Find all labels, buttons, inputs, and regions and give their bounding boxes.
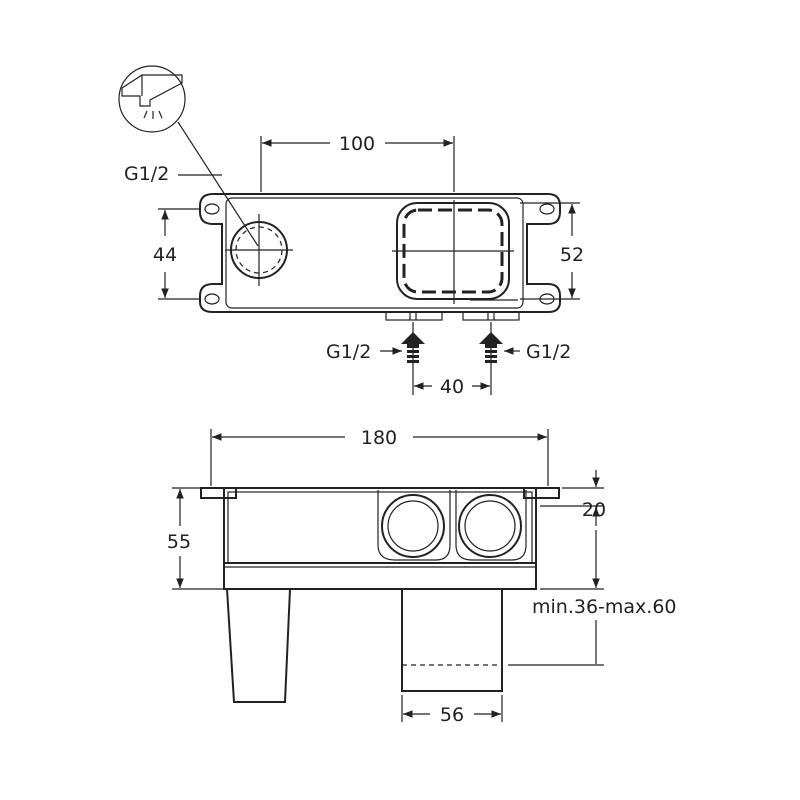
dimension-52: 52 (520, 202, 584, 300)
mounting-plate (199, 193, 561, 313)
housing-body (200, 487, 560, 590)
dim-20-label: 20 (582, 499, 606, 521)
dimension-180: 180 (210, 427, 549, 486)
outlet-leader-line (177, 121, 259, 247)
front-view: 180 (167, 427, 677, 726)
inlet-stubs (385, 311, 520, 321)
dim-56-label: 56 (440, 704, 464, 726)
dim-44-label: 44 (153, 244, 177, 266)
dim-40-label: 40 (440, 376, 464, 398)
dim-52-label: 52 (560, 244, 584, 266)
dim-180-label: 180 (361, 427, 397, 449)
dimension-44: 44 (153, 208, 200, 300)
dimension-depth-range: min.36-max.60 (508, 530, 677, 666)
top-view: G1/2 100 (118, 65, 584, 398)
dim-100-label: 100 (339, 133, 375, 155)
outlet-thread-label: G1/2 (124, 163, 169, 185)
spout-icon (118, 65, 186, 133)
inlet-right-thread-label: G1/2 (526, 341, 571, 363)
dimension-20: 20 (540, 470, 606, 526)
inlet-left-thread-label: G1/2 (326, 341, 371, 363)
spout (225, 588, 292, 703)
outlet-port (225, 214, 293, 286)
dimension-56: 56 (401, 695, 503, 726)
dimension-100: 100 (260, 133, 455, 192)
handle-sleeve (401, 588, 503, 692)
dim-55-label: 55 (167, 531, 191, 553)
dimension-55: 55 (167, 487, 224, 590)
cartridge-housing (392, 200, 518, 304)
dimension-40: 40 (412, 322, 492, 398)
depth-range-label: min.36-max.60 (532, 596, 677, 618)
